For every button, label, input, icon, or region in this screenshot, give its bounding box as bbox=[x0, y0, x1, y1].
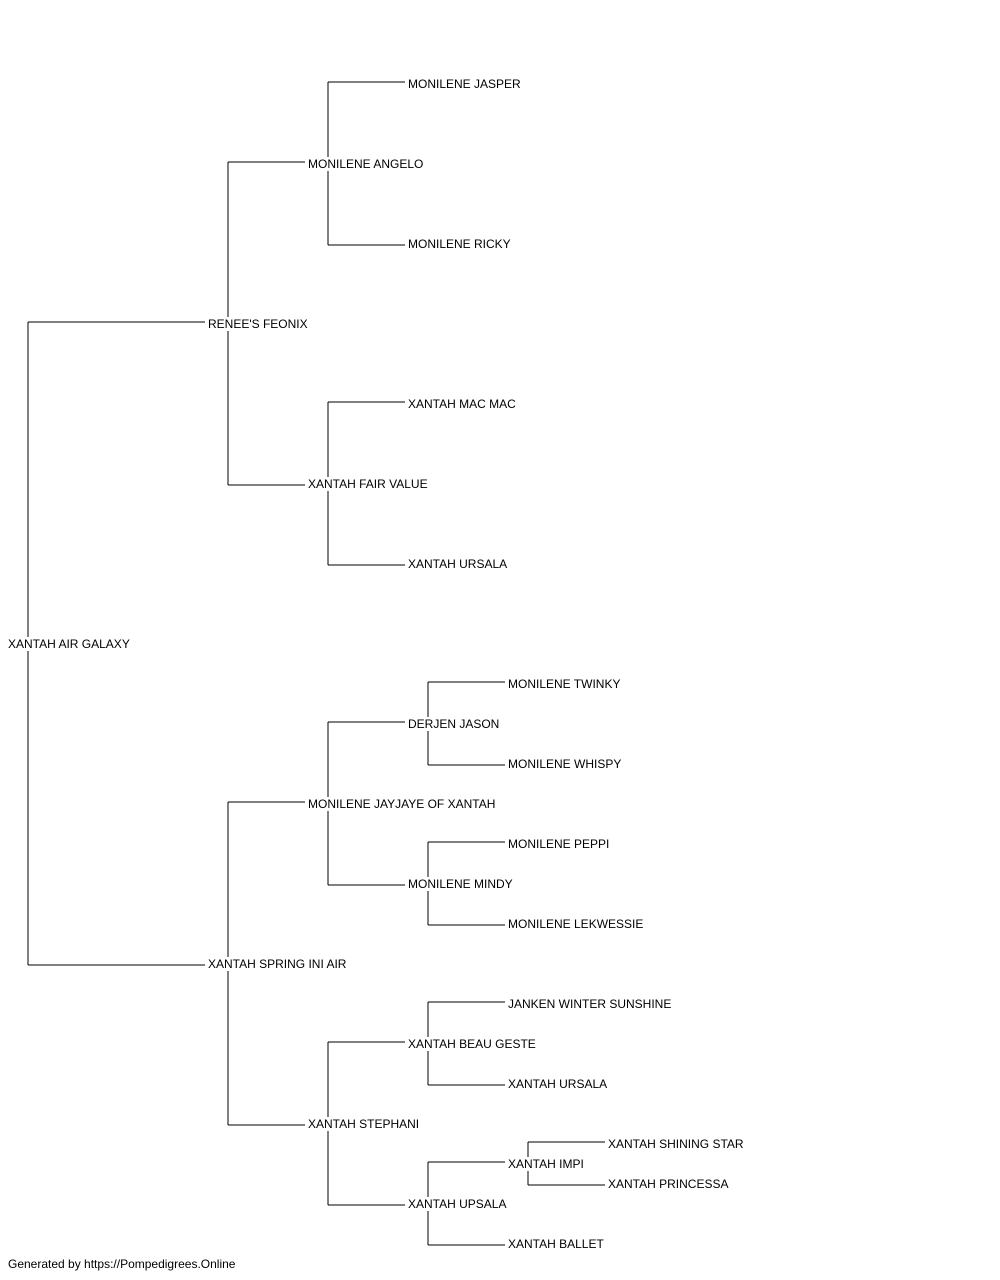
dam-dam-dam-sire-sire-name: XANTAH SHINING STAR bbox=[607, 1137, 745, 1151]
subject-name: XANTAH AIR GALAXY bbox=[7, 637, 131, 651]
dam-sire-dam-sire-name: MONILENE PEPPI bbox=[507, 837, 611, 851]
sire-dam-name: XANTAH FAIR VALUE bbox=[307, 477, 429, 491]
dam-dam-name: XANTAH STEPHANI bbox=[307, 1117, 421, 1131]
generated-by-footer: Generated by https://Pompedigrees.Online bbox=[8, 1257, 236, 1271]
dam-sire-sire-name: DERJEN JASON bbox=[407, 717, 501, 731]
dam-dam-sire-sire-name: JANKEN WINTER SUNSHINE bbox=[507, 997, 673, 1011]
dam-sire-sire-sire-name: MONILENE TWINKY bbox=[507, 677, 622, 691]
dam-dam-dam-dam-name: XANTAH BALLET bbox=[507, 1237, 605, 1251]
sire-sire-dam-name: MONILENE RICKY bbox=[407, 237, 512, 251]
dam-dam-sire-dam-name: XANTAH URSALA bbox=[507, 1077, 609, 1091]
sire-dam-dam-name: XANTAH URSALA bbox=[407, 557, 509, 571]
sire-dam-sire-name: XANTAH MAC MAC bbox=[407, 397, 517, 411]
dam-dam-sire-name: XANTAH BEAU GESTE bbox=[407, 1037, 537, 1051]
dam-dam-dam-name: XANTAH UPSALA bbox=[407, 1197, 508, 1211]
dam-name: XANTAH SPRING INI AIR bbox=[207, 957, 348, 971]
dam-sire-dam-dam-name: MONILENE LEKWESSIE bbox=[507, 917, 645, 931]
dam-sire-sire-dam-name: MONILENE WHISPY bbox=[507, 757, 623, 771]
dam-dam-dam-sire-dam-name: XANTAH PRINCESSA bbox=[607, 1177, 730, 1191]
dam-sire-dam-name: MONILENE MINDY bbox=[407, 877, 514, 891]
sire-name: RENEE'S FEONIX bbox=[207, 317, 309, 331]
dam-dam-dam-sire-name: XANTAH IMPI bbox=[507, 1157, 585, 1171]
sire-sire-name: MONILENE ANGELO bbox=[307, 157, 425, 171]
dam-sire-name: MONILENE JAYJAYE OF XANTAH bbox=[307, 797, 497, 811]
sire-sire-sire-name: MONILENE JASPER bbox=[407, 77, 522, 91]
